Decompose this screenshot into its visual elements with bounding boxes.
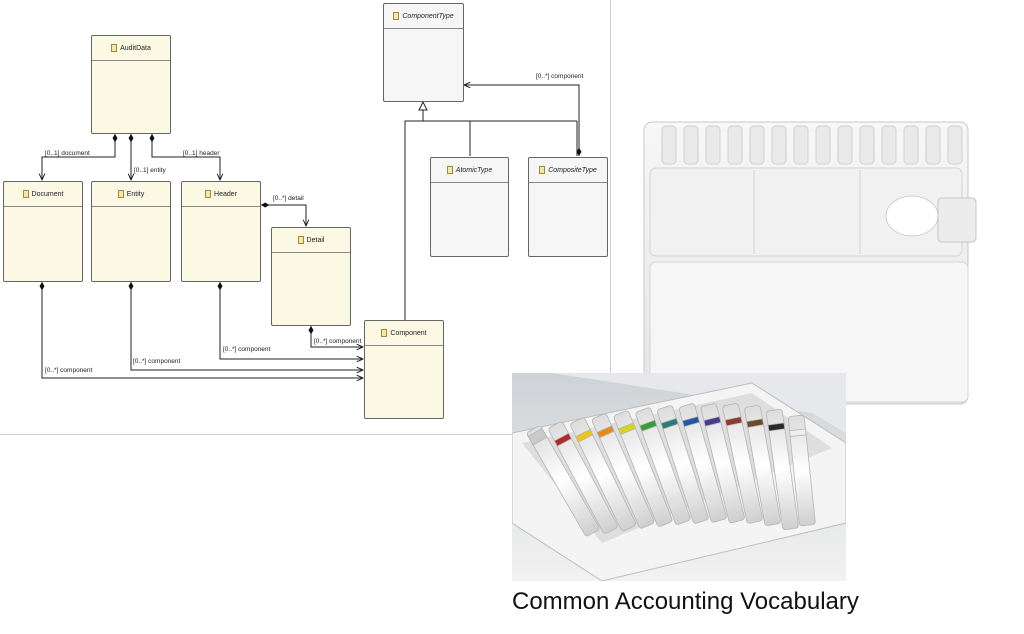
class-icon: [111, 44, 118, 52]
class-name: AuditData: [120, 44, 151, 52]
assoc-label-document: [0..1] document: [45, 150, 90, 157]
class-detail[interactable]: Detail: [271, 227, 351, 326]
class-icon: [297, 236, 304, 244]
class-componenttype[interactable]: ComponentType: [383, 3, 464, 102]
paint-tube-box-image: [512, 373, 846, 581]
class-component[interactable]: Component: [364, 320, 444, 419]
assoc-label-document-component: [0..*] component: [45, 367, 93, 374]
assoc-label-detail: [0..*] detail: [273, 195, 304, 202]
class-header[interactable]: Header: [181, 181, 261, 282]
class-name: Detail: [306, 236, 325, 244]
diagram-connectors: [0, 0, 612, 436]
assoc-composite-component: [464, 85, 579, 156]
generalization-triangle: [418, 100, 428, 111]
class-name: Document: [31, 190, 64, 198]
assoc-label-entity: [0..1] entity: [134, 167, 166, 174]
class-icon: [381, 329, 388, 337]
class-auditdata[interactable]: AuditData: [91, 35, 171, 134]
assoc-document-component: [42, 282, 363, 378]
assoc-label-header-component: [0..*] component: [223, 346, 271, 353]
class-name: AtomicType: [455, 166, 493, 174]
class-name: ComponentType: [402, 12, 454, 20]
assoc-header: [152, 134, 220, 180]
class-icon: [393, 12, 400, 20]
assoc-label-header: [0..1] header: [183, 150, 220, 157]
class-name: Header: [214, 190, 237, 198]
class-entity[interactable]: Entity: [91, 181, 171, 282]
class-document[interactable]: Document: [3, 181, 83, 282]
class-icon: [117, 190, 124, 198]
class-compositetype[interactable]: CompositeType: [528, 157, 608, 257]
class-icon: [539, 166, 546, 174]
diagram-frame: [0, 0, 611, 435]
class-icon: [446, 166, 453, 174]
slide-caption: Common Accounting Vocabulary: [512, 588, 859, 615]
class-icon: [22, 190, 29, 198]
class-name: CompositeType: [548, 166, 597, 174]
assoc-document: [42, 134, 115, 180]
assoc-label-composite-component: [0..*] component: [536, 73, 584, 80]
class-atomictype[interactable]: AtomicType: [430, 157, 509, 257]
class-icon: [205, 190, 212, 198]
assoc-label-detail-component: [0..*] component: [314, 338, 362, 345]
class-name: Entity: [126, 190, 145, 198]
class-name: Component: [390, 329, 427, 337]
assoc-detail: [261, 205, 306, 226]
palette-tray-image: [643, 121, 977, 405]
assoc-label-entity-component: [0..*] component: [133, 358, 181, 365]
